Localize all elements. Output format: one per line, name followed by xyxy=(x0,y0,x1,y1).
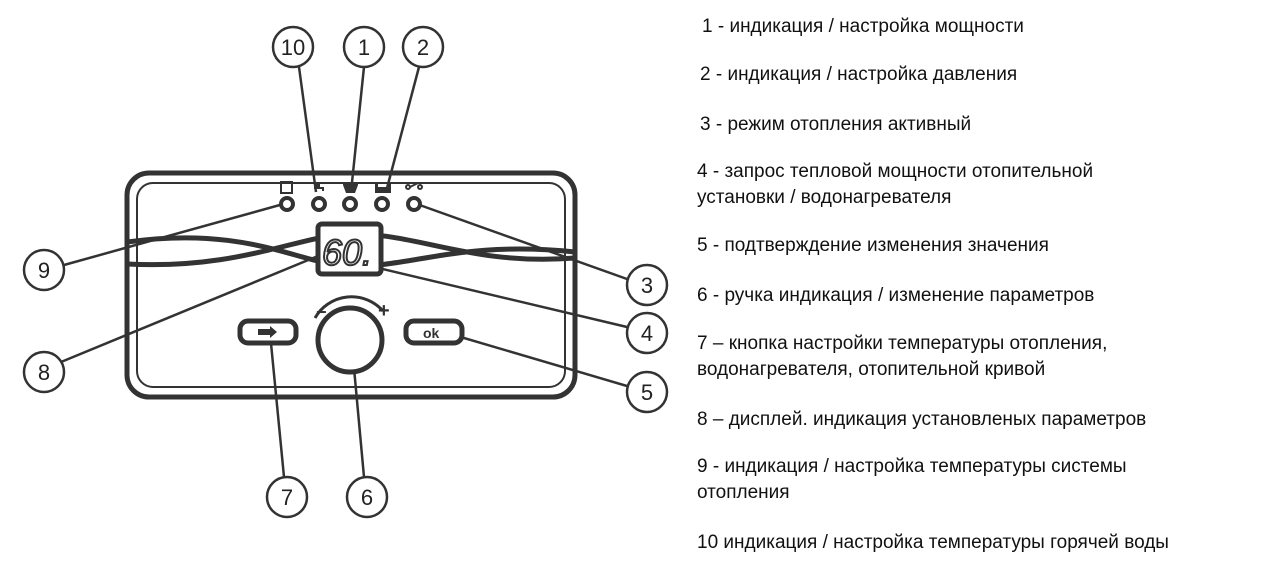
radiator-icon xyxy=(280,181,293,194)
power-icon xyxy=(343,182,358,193)
callout-7: 7 xyxy=(281,485,293,510)
callout-8: 8 xyxy=(38,360,50,385)
callout-9: 9 xyxy=(38,258,50,283)
display xyxy=(315,221,384,277)
legend-item: 6 - ручка индикация / изменение параметр… xyxy=(697,285,1095,306)
panel-frame xyxy=(124,170,578,400)
display-value: 60. xyxy=(322,232,372,273)
legend-item: 2 - индикация / настройка давления xyxy=(700,64,1018,85)
heating-active-icon xyxy=(405,182,423,190)
callout-2: 2 xyxy=(417,35,429,60)
callout-6: 6 xyxy=(361,485,373,510)
led-pressure xyxy=(374,196,390,212)
control-panel-diagram: − + ok 60. 10 1 2 9 3 4 8 5 7 6 xyxy=(22,25,669,519)
arrow-right-icon xyxy=(258,326,277,338)
legend-item: 9 - индикация / настройка температуры си… xyxy=(697,456,1127,503)
legend-item: 3 - режим отопления активный xyxy=(700,114,972,135)
legend-item: 5 - подтверждение изменения значения xyxy=(697,235,1049,256)
led-heating-active xyxy=(406,196,422,212)
legend-item: 4 - запрос тепловой мощности отопительно… xyxy=(697,161,1094,208)
ok-button[interactable] xyxy=(403,318,465,346)
led-hot-water xyxy=(311,196,327,212)
legend-item: 7 – кнопка настройки температуры отоплен… xyxy=(697,333,1108,380)
led-heating-temp xyxy=(279,196,295,212)
ok-button-label: ok xyxy=(423,325,440,341)
callout-1: 1 xyxy=(358,35,370,60)
knob-plus-label: + xyxy=(378,300,390,322)
callout-5: 5 xyxy=(641,380,653,405)
callout-4: 4 xyxy=(641,321,653,346)
knob[interactable] xyxy=(315,305,385,375)
tap-icon xyxy=(314,184,324,191)
callout-3: 3 xyxy=(641,273,653,298)
legend-item: 8 – дисплей. индикация установленых пара… xyxy=(697,409,1147,430)
led-power xyxy=(342,196,358,212)
knob-minus-label: − xyxy=(316,302,327,322)
callout-10: 10 xyxy=(281,35,305,60)
legend-item: 1 - индикация / настройка мощности xyxy=(702,16,1024,37)
pressure-icon xyxy=(375,183,391,193)
legend-item: 10 индикация / настройка температуры гор… xyxy=(697,532,1169,553)
